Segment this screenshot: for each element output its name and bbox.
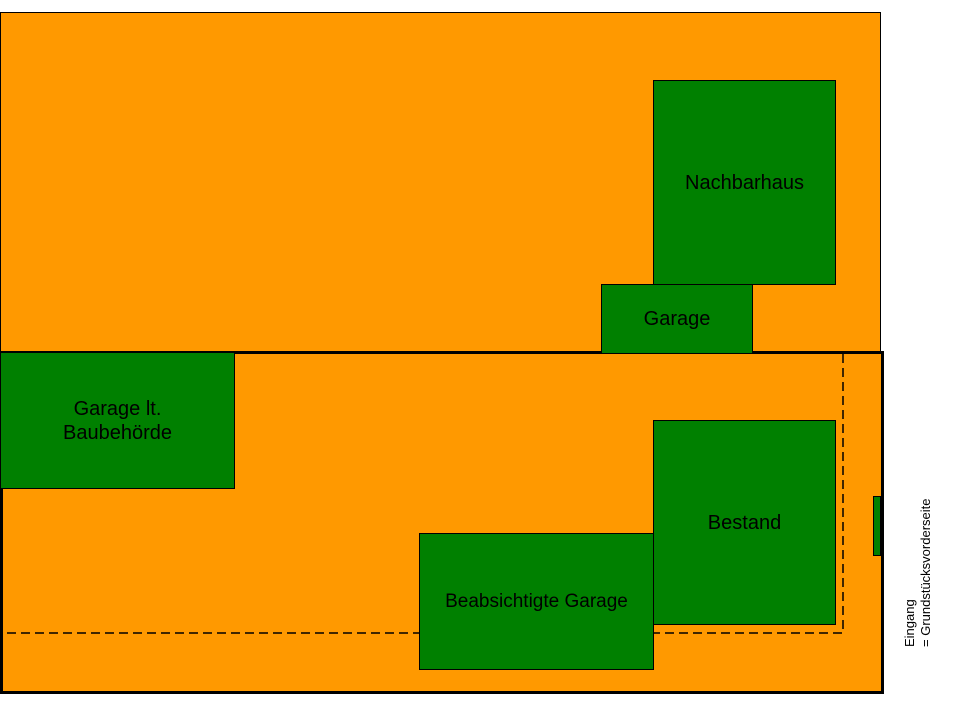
- bestand-label: Bestand: [707, 511, 782, 534]
- neighbor-garage-label: Garage: [643, 308, 711, 330]
- entrance-label-line1: Eingang: [902, 599, 917, 647]
- entrance-label-line2: = Grundstücksvorderseite: [918, 498, 933, 647]
- neighbor-garage-building: Garage: [601, 284, 753, 354]
- entrance-marker: [873, 496, 881, 556]
- beabsichtigte-garage-label: Beabsichtigte Garage: [445, 590, 628, 612]
- nachbarhaus-building: Nachbarhaus: [653, 80, 836, 285]
- nachbarhaus-label: Nachbarhaus: [685, 171, 804, 194]
- bestand-building: Bestand: [653, 420, 836, 625]
- entrance-side-label: Eingang = Grundstücksvorderseite: [902, 447, 938, 647]
- beabsichtigte-garage-building: Beabsichtigte Garage: [419, 533, 654, 670]
- garage-baubehoerde-building: Garage lt. Baubehörde: [0, 352, 235, 489]
- garage-baubehoerde-label: Garage lt. Baubehörde: [63, 397, 172, 444]
